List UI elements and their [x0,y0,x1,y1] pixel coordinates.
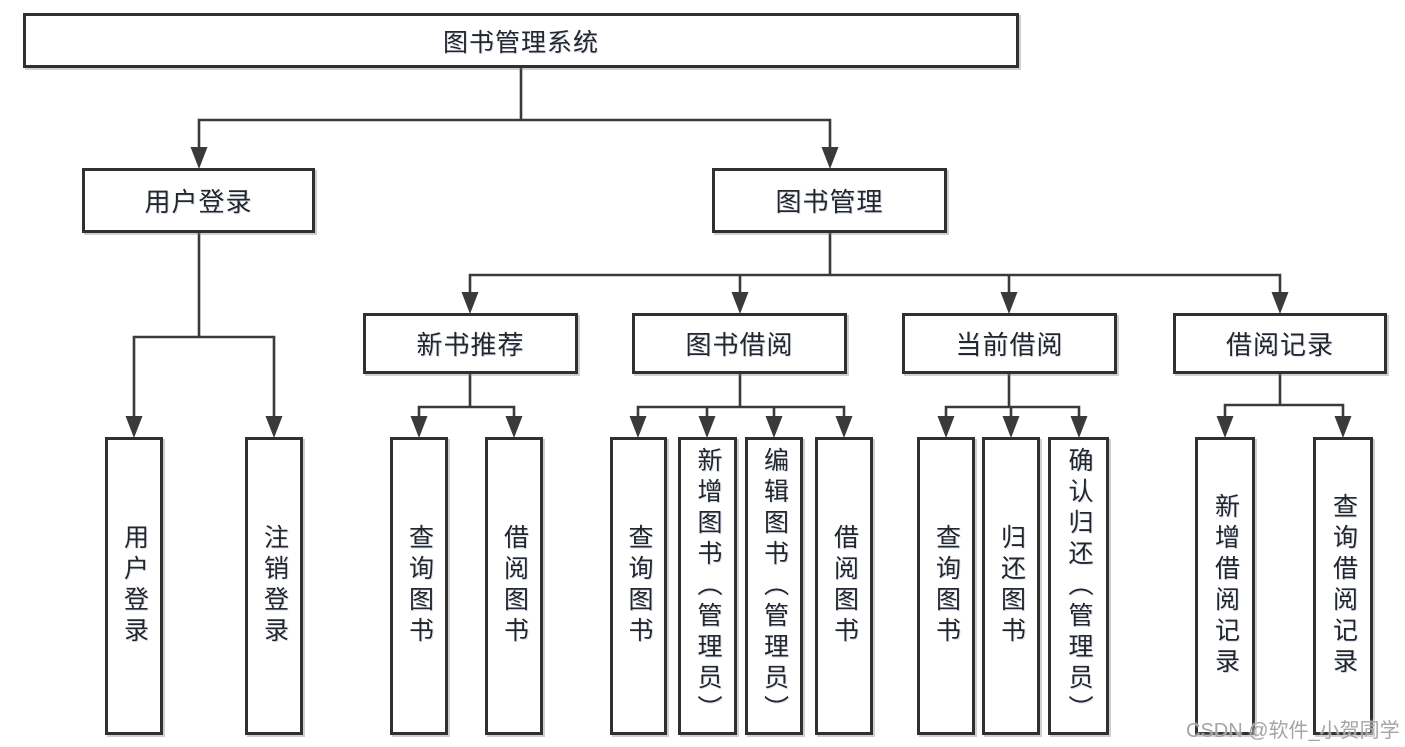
node-label: 图书借阅 [685,330,794,360]
node-label: 当前借阅 [955,330,1064,360]
node-label: 借阅记录 [1225,330,1334,360]
node-query-books-recommend: 查询图书 [390,437,448,735]
node-label: 用户登录 [144,187,253,217]
connector-lines [132,68,1345,420]
node-borrow-books: 借阅图书 [815,437,873,735]
node-query-borrow-record: 查询借阅记录 [1313,437,1373,735]
node-add-book-admin: 新增图书（管理员） [678,437,737,735]
node-book-borrowing: 图书借阅 [632,313,847,374]
node-label: 查询图书 [625,524,653,648]
node-confirm-return-admin: 确认归还（管理员） [1048,437,1109,735]
node-label: 借阅图书 [500,524,529,648]
node-label: 注销登录 [260,524,289,648]
node-library-management-system: 图书管理系统 [23,13,1019,68]
watermark: CSDN @软件_小贺同学 [1186,720,1400,742]
node-label: 图书管理系统 [442,28,599,57]
node-query-books-borrowing: 查询图书 [610,437,667,735]
node-label: 新增图书（管理员） [694,446,722,726]
node-label: 确认归还（管理员） [1065,446,1093,726]
node-book-management: 图书管理 [712,168,947,233]
node-label: 归还图书 [997,524,1026,648]
node-add-borrow-record: 新增借阅记录 [1195,437,1255,735]
node-borrowing-records: 借阅记录 [1173,313,1387,374]
node-edit-book-admin: 编辑图书（管理员） [745,437,803,735]
node-label: 编辑图书（管理员） [760,446,789,726]
node-current-borrowing: 当前借阅 [902,313,1117,374]
node-label: 借阅图书 [830,524,859,648]
node-return-books: 归还图书 [982,437,1040,735]
node-label: 图书管理 [775,187,884,217]
node-user-login-branch: 用户登录 [82,168,315,233]
node-label: 查询借阅记录 [1329,493,1358,679]
node-label: 查询图书 [932,524,961,648]
node-label: 新书推荐 [416,330,525,360]
node-label: 新增借阅记录 [1211,493,1240,679]
node-label: 用户登录 [120,524,149,648]
node-borrow-books-recommend: 借阅图书 [485,437,543,735]
node-label: 查询图书 [405,524,434,648]
node-query-books-current: 查询图书 [917,437,975,735]
arrowheads [125,147,1352,438]
node-logout: 注销登录 [245,437,303,735]
node-user-login: 用户登录 [105,437,163,735]
node-new-book-recommendation: 新书推荐 [363,313,578,374]
